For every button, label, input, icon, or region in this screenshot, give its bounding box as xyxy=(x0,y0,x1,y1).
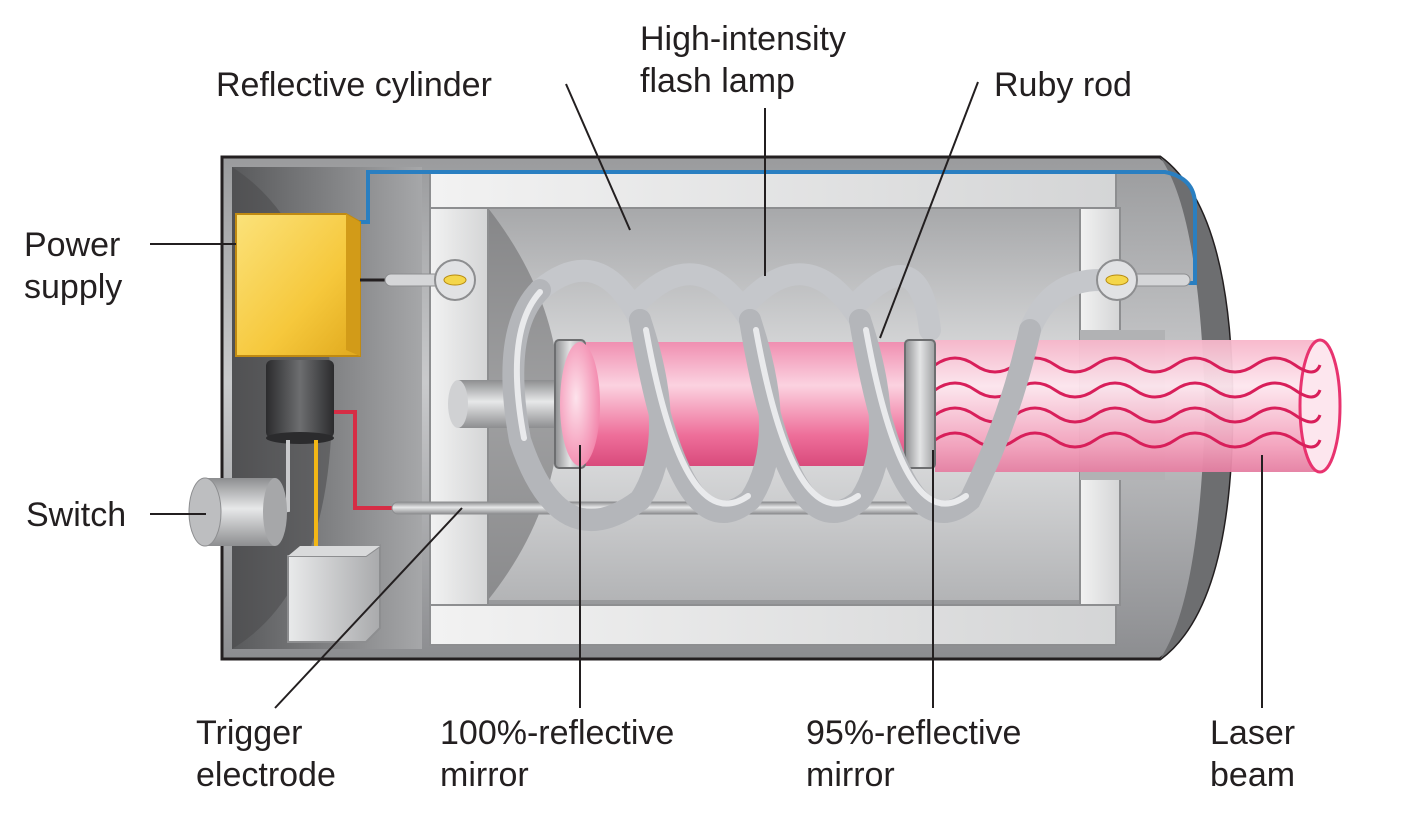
lamp-electrode-right xyxy=(1096,259,1191,301)
label-trigger-electrode: Trigger electrode xyxy=(196,714,336,794)
lamp-electrode-left xyxy=(384,259,476,301)
leader-ruby-rod xyxy=(879,81,979,339)
laser-beam xyxy=(904,338,1342,474)
trigger-box xyxy=(287,544,381,643)
leader-lines xyxy=(150,81,1263,709)
leader-reflective-cylinder xyxy=(565,83,631,231)
mirror-95-percent xyxy=(904,339,936,469)
label-laser-beam: Laser beam xyxy=(1210,714,1296,794)
label-mirror-100: 100%-reflective mirror xyxy=(440,714,675,794)
red-wire xyxy=(334,410,392,510)
leader-trigger-electrode xyxy=(274,507,463,709)
switch-body xyxy=(188,477,287,547)
label-flash-lamp: High-intensity flash lamp xyxy=(640,20,846,100)
coil-highlight xyxy=(513,289,969,507)
label-reflective-cylinder: Reflective cylinder xyxy=(216,66,492,104)
label-mirror-95: 95%-reflective mirror xyxy=(806,714,1022,794)
label-switch: Switch xyxy=(26,496,127,534)
flash-lamp-coil-back xyxy=(529,259,1111,341)
label-ruby-rod: Ruby rod xyxy=(994,66,1132,104)
label-power-supply: Power supply xyxy=(24,226,123,306)
blue-wire xyxy=(358,170,1197,285)
capacitor-cylinder xyxy=(266,360,334,444)
